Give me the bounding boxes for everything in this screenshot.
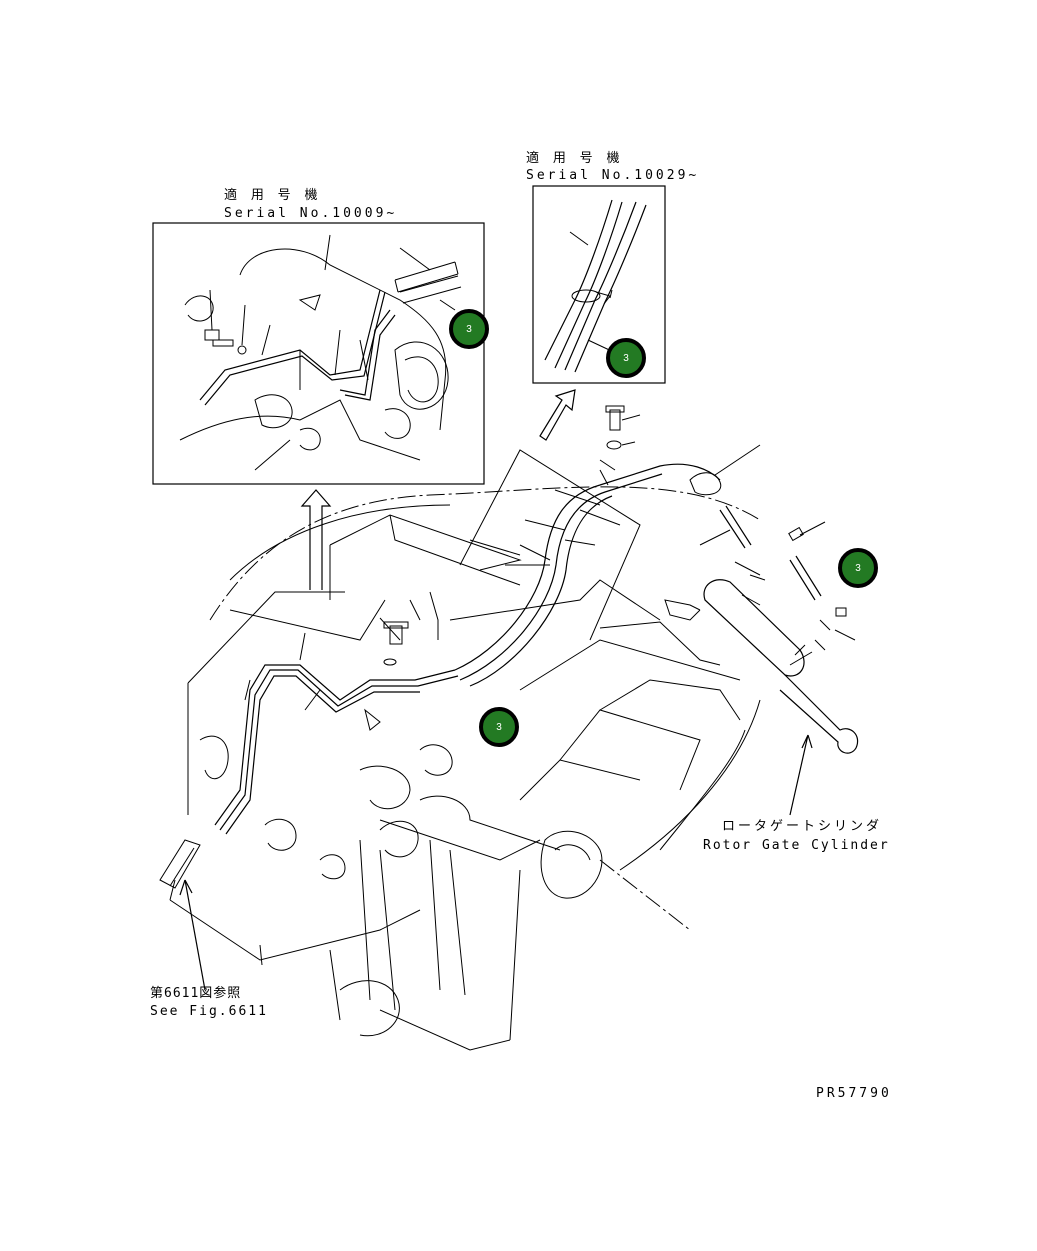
lower-left-detail: [187, 591, 459, 835]
inset-right-frame: [532, 185, 666, 384]
rotor-gate-label-en: Rotor Gate Cylinder: [703, 838, 890, 853]
item-callout-main-right[interactable]: 3: [838, 548, 878, 588]
fig6611-fitting: [159, 839, 206, 991]
drawing-number: PR57790: [816, 1086, 892, 1101]
rotor-gate-cylinder: [703, 521, 859, 816]
see-fig-label-en: See Fig.6611: [150, 1004, 268, 1019]
machine-body: [169, 486, 761, 1051]
item-callout-inset-left[interactable]: 3: [449, 309, 489, 349]
pointer-arrows: [300, 389, 576, 590]
item-callout-inset-right[interactable]: 3: [606, 338, 646, 378]
inset-right-serial-label: Serial No.10029~: [526, 168, 700, 183]
main-hoses: [454, 405, 761, 687]
item-callout-main-center[interactable]: 3: [479, 707, 519, 747]
inset-left-applicability-label: 適 用 号 機: [224, 188, 321, 203]
rotor-gate-label-jp: ロータゲートシリンダ: [722, 819, 883, 834]
inset-left-serial-label: Serial No.10009~: [224, 206, 398, 221]
inset-right-applicability-label: 適 用 号 機: [526, 151, 623, 166]
inset-left-frame: [152, 222, 485, 485]
see-fig-label-jp: 第6611図参照: [150, 986, 242, 1001]
